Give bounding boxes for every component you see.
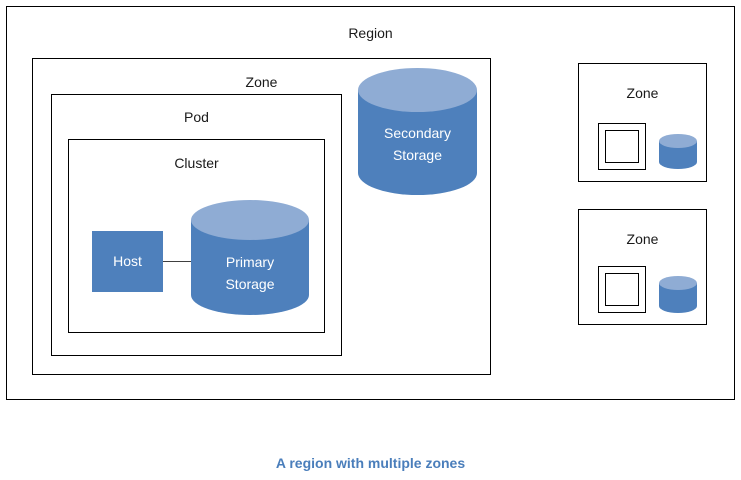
host-shape[interactable]: Host [92, 231, 163, 292]
side-zone-2-pod-box[interactable] [598, 266, 646, 313]
cylinder-icon [191, 200, 309, 315]
pod-container[interactable]: Pod [51, 94, 342, 356]
side-zone-1-label: Zone [626, 85, 659, 101]
side-zone-2-label: Zone [626, 231, 659, 247]
side-zone-1-pod-box[interactable] [598, 123, 646, 170]
side-zone-1-storage-cylinder[interactable] [659, 134, 697, 169]
side-zone-2-cluster-box[interactable] [605, 273, 639, 306]
secondary-storage-cylinder[interactable]: Secondary Storage [358, 68, 477, 195]
diagram-caption: A region with multiple zones [275, 455, 466, 471]
cylinder-icon [358, 68, 477, 195]
host-to-primary-storage-connector [163, 261, 203, 262]
pod-label: Pod [184, 109, 209, 125]
zone-main-label: Zone [245, 74, 278, 90]
side-zone-1-container[interactable]: Zone [578, 63, 707, 182]
cylinder-icon [659, 276, 697, 313]
region-container[interactable]: Region [6, 6, 735, 400]
cylinder-icon [659, 134, 697, 169]
cluster-label: Cluster [174, 155, 219, 171]
side-zone-2-container[interactable]: Zone [578, 209, 707, 325]
host-label: Host [113, 253, 142, 269]
zone-main-container[interactable]: Zone [32, 58, 491, 375]
side-zone-2-storage-cylinder[interactable] [659, 276, 697, 313]
primary-storage-cylinder[interactable]: Primary Storage [191, 200, 309, 315]
region-label: Region [348, 25, 393, 41]
cluster-container[interactable]: Cluster [68, 139, 325, 333]
side-zone-1-cluster-box[interactable] [605, 130, 639, 163]
